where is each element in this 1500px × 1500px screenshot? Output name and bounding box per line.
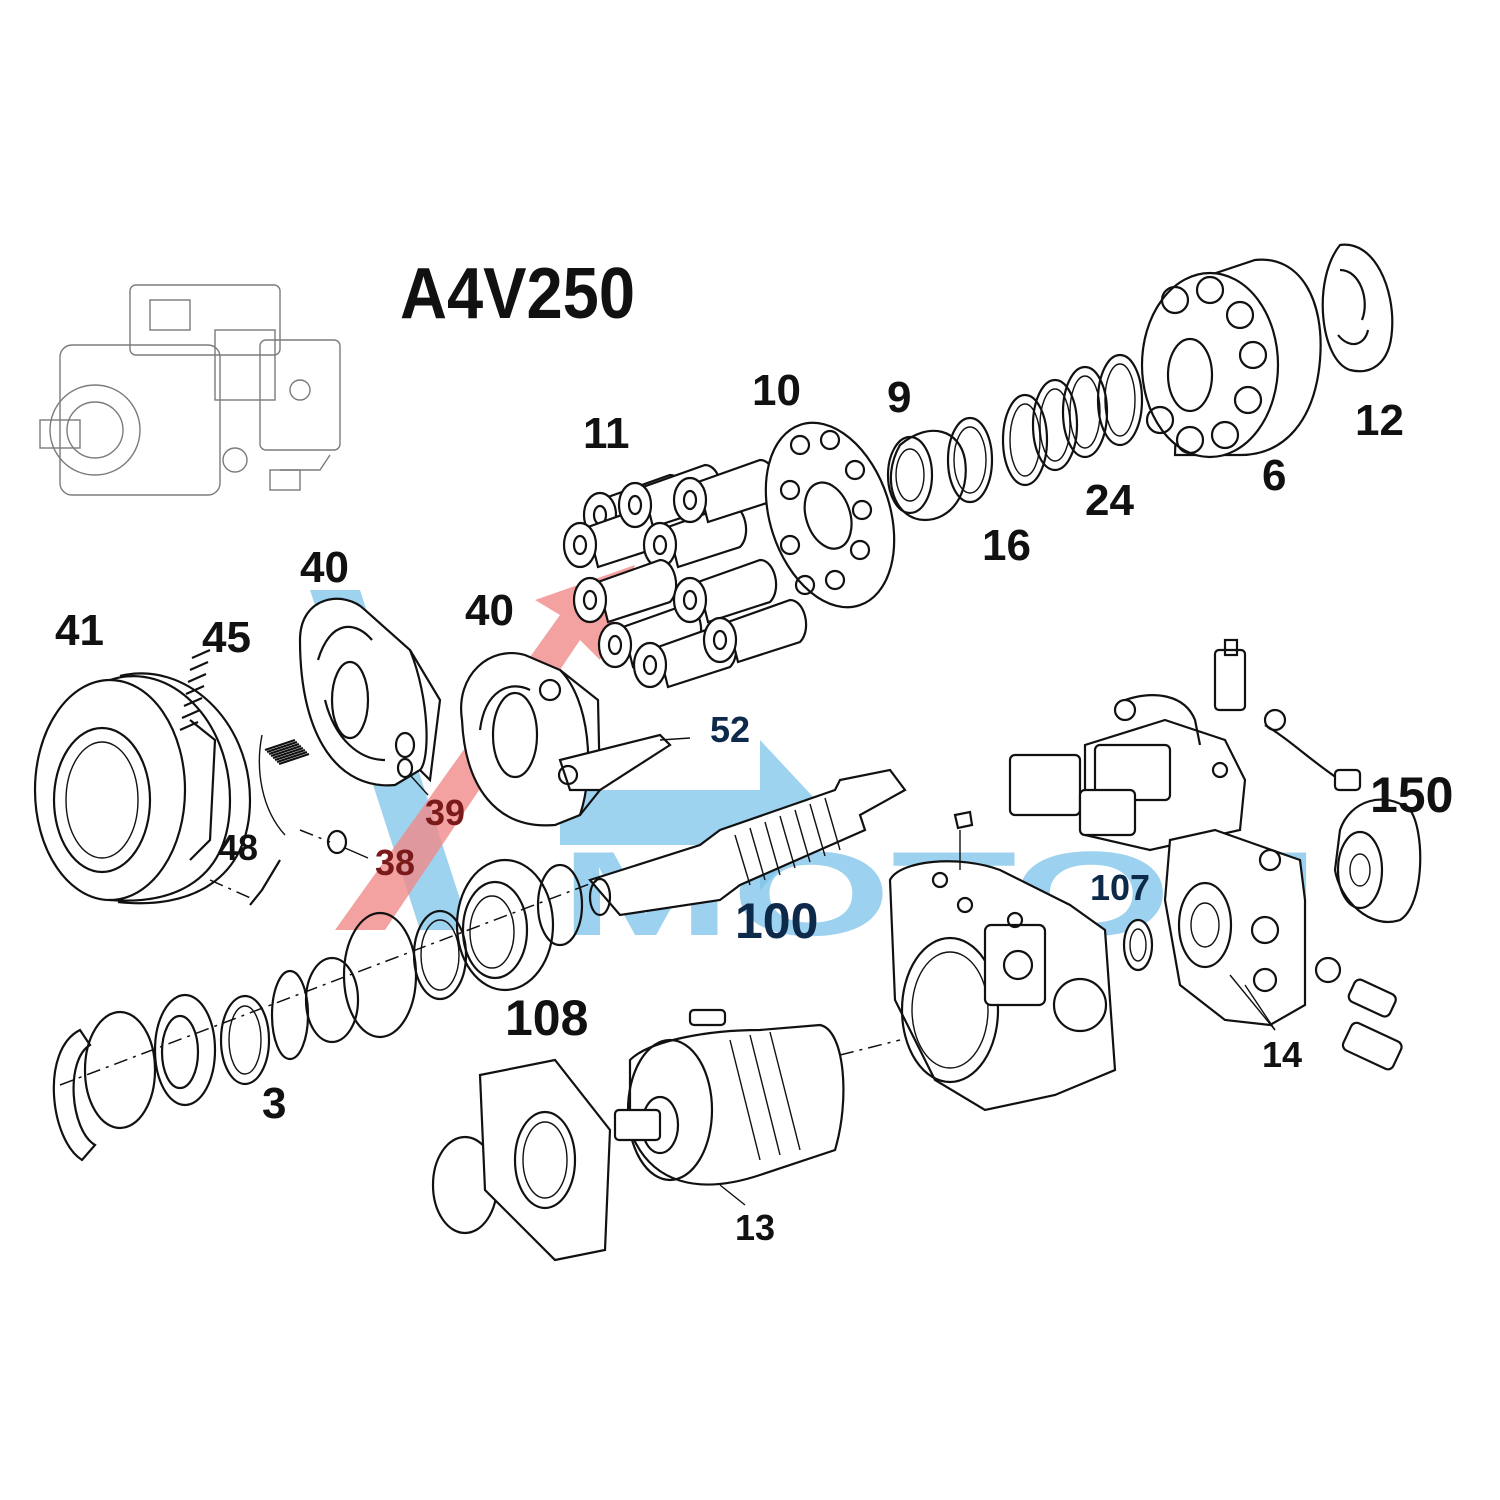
part-10-retaining-plate (764, 421, 896, 609)
label-10: 10 (752, 366, 801, 415)
part-spring-pack (258, 734, 310, 836)
part-38-oring (299, 829, 348, 855)
part-14-end-cover (1163, 828, 1307, 1031)
piston (572, 558, 678, 624)
part-150-charge-pump (1314, 798, 1422, 1071)
leader-lines (344, 774, 1276, 1031)
part-pump-housing (888, 810, 1117, 1112)
part-45-spring (179, 648, 211, 732)
label-107: 107 (1090, 867, 1150, 908)
part-12-valve-plate (1321, 243, 1394, 373)
piston (702, 598, 808, 664)
label-40-left: 40 (300, 543, 349, 592)
part-52-lever (557, 733, 691, 792)
part-16-ring (946, 416, 994, 504)
label-48: 48 (218, 827, 258, 868)
part-6-cylinder-block (1140, 258, 1322, 459)
label-150: 150 (1370, 767, 1453, 823)
label-100: 100 (735, 893, 818, 949)
label-108: 108 (505, 990, 588, 1046)
label-24: 24 (1085, 476, 1134, 525)
part-40-swashplate-a (298, 597, 442, 787)
part-107-bearing (1122, 918, 1154, 972)
assembled-pump-thumbnail (39, 284, 341, 496)
label-6: 6 (1262, 451, 1286, 500)
part-100-drive-shaft (588, 768, 907, 917)
part-108-bearing (342, 858, 584, 1039)
label-52: 52 (710, 709, 750, 750)
label-16: 16 (982, 521, 1031, 570)
part-40-swashplate-b (460, 652, 602, 827)
part-control-valve (1008, 638, 1362, 852)
label-45: 45 (202, 613, 251, 662)
label-13: 13 (735, 1207, 775, 1248)
part-13-aux-pump (431, 1008, 901, 1262)
part-48-pin (209, 859, 281, 906)
diagram-title: A4V250 (400, 254, 635, 334)
label-11: 11 (583, 409, 630, 458)
label-39: 39 (425, 792, 465, 833)
label-9: 9 (887, 373, 911, 422)
label-40-right: 40 (465, 586, 514, 635)
label-14: 14 (1262, 1034, 1302, 1075)
part-24-shims (1001, 353, 1144, 487)
label-12: 12 (1355, 396, 1404, 445)
part-11-pistons (562, 458, 808, 689)
piston (672, 458, 778, 524)
label-3: 3 (262, 1079, 286, 1128)
part-9-ball-guide (886, 429, 967, 522)
part-3-seal-set (52, 879, 601, 1162)
piston (672, 558, 778, 624)
part-41-housing (33, 672, 252, 905)
label-38: 38 (375, 842, 415, 883)
label-41: 41 (55, 606, 104, 655)
